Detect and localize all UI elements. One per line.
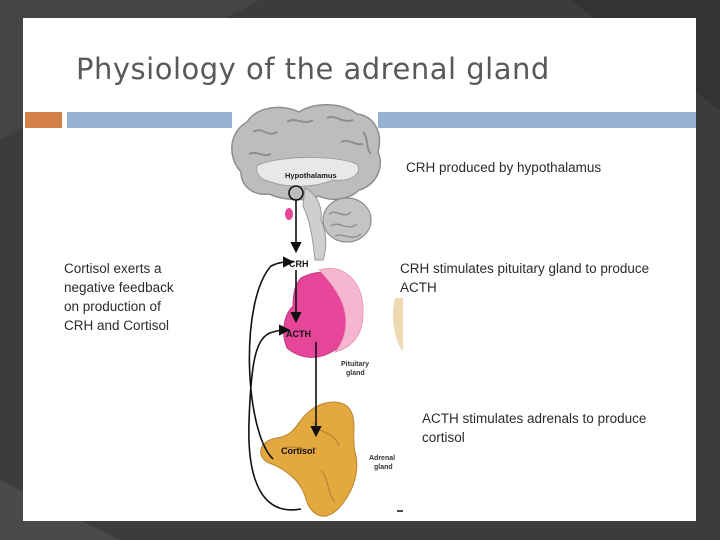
accent-bar-blue: [67, 112, 232, 128]
note-adrenal-stimulation: ACTH stimulates adrenals to produce cort…: [422, 411, 647, 445]
pituitary-label: Pituitary: [341, 361, 369, 368]
crh-label: CRH: [289, 259, 309, 269]
cortisol-label: Cortisol: [281, 446, 315, 456]
accent-bar-blue: [378, 112, 696, 128]
pituitary-label: gland: [346, 370, 365, 377]
acth-label: ACTH: [286, 329, 311, 339]
accent-bar-orange: [25, 112, 62, 128]
feedback-arrow-to-acth: [248, 324, 302, 511]
note-crh-produced: CRH produced by hypothalamus: [406, 160, 602, 175]
note-pituitary-stimulation: CRH stimulates pituitary gland to produc…: [400, 261, 650, 295]
brain-illustration: [231, 104, 381, 261]
slide: Physiology of the adrenal gland Hypothal…: [23, 18, 696, 521]
adrenal-label: Adrenal: [369, 455, 395, 462]
slide-title: Physiology of the adrenal gland: [76, 52, 550, 86]
adrenal-gland-illustration: [260, 401, 358, 517]
pituitary-icon: [285, 208, 293, 220]
feedback-arrow-to-crh: [248, 256, 295, 460]
hypothalamus-label: Hypothalamus: [285, 171, 337, 180]
note-negative-feedback: Cortisol exerts a negative feedback on p…: [64, 261, 174, 333]
hpa-axis-figure: Hypothalamus CRH ACTH Pituitary gland Co…: [231, 104, 403, 517]
adrenal-label: gland: [374, 464, 393, 471]
